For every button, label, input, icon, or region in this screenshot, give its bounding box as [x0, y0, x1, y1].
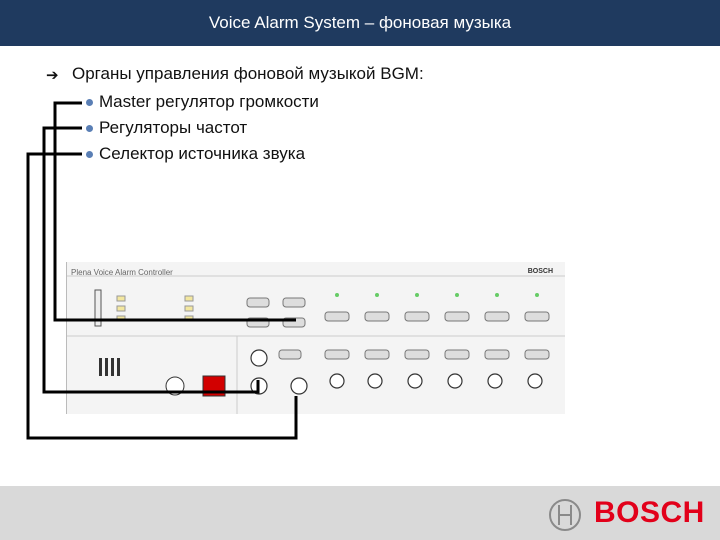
- bullet-dot-icon: [86, 98, 93, 106]
- sub-point: Селектор источника звука: [86, 141, 319, 167]
- slide-title: Voice Alarm System – фоновая музыка: [208, 13, 512, 32]
- bosch-brand-text: BOSCH: [594, 496, 705, 529]
- arrow-bullet-icon: ➔: [46, 67, 59, 84]
- controller-panel-image: Plena Voice Alarm Controller BOSCH: [66, 262, 565, 414]
- panel-brand: BOSCH: [527, 268, 553, 275]
- sub-point-list: Master регулятор громкости Регуляторы ча…: [86, 89, 319, 167]
- sub-point: Master регулятор громкости: [86, 89, 319, 115]
- bosch-armature-icon: [549, 499, 581, 531]
- main-point: Органы управления фоновой музыкой BGM:: [72, 64, 424, 83]
- slide-title-bar: Voice Alarm System – фоновая музыка: [0, 0, 720, 46]
- panel-title: Plena Voice Alarm Controller: [71, 268, 173, 277]
- panel-drawing: [67, 275, 565, 414]
- sub-point: Регуляторы частот: [86, 115, 319, 141]
- bullet-dot-icon: [86, 150, 93, 158]
- bullet-dot-icon: [86, 124, 93, 132]
- slide-footer: [0, 486, 720, 540]
